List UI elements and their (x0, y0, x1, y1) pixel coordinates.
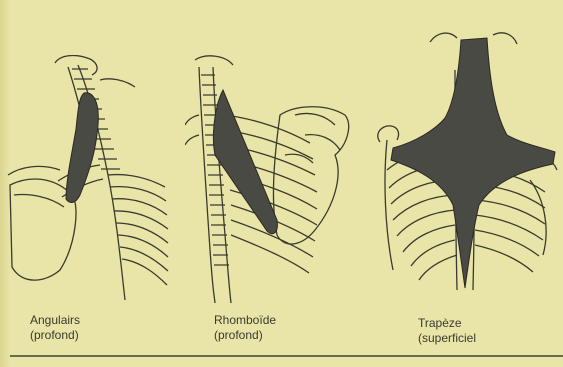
angulaire-muscle (66, 93, 98, 203)
rhomboide-name: Rhomboïde (214, 313, 276, 328)
angulaire-name: Angulairs (30, 313, 80, 328)
bottom-rule (10, 355, 563, 357)
trapeze-illustration (375, 30, 560, 305)
rhomboide-illustration (185, 55, 360, 305)
trapeze-depth: (superficiel (418, 331, 476, 346)
caption-rhomboide: Rhomboïde (profond) (214, 313, 276, 343)
angulaire-illustration (0, 55, 170, 305)
figure-rhomboide (185, 55, 360, 305)
angulaire-depth: (profond) (30, 328, 80, 343)
rhomboide-depth: (profond) (214, 328, 276, 343)
figure-trapeze (375, 30, 560, 305)
caption-trapeze: Trapèze (superficiel (418, 316, 476, 346)
trapeze-name: Trapèze (418, 316, 476, 331)
figure-angulaire (0, 55, 170, 305)
caption-angulaire: Angulairs (profond) (30, 313, 80, 343)
